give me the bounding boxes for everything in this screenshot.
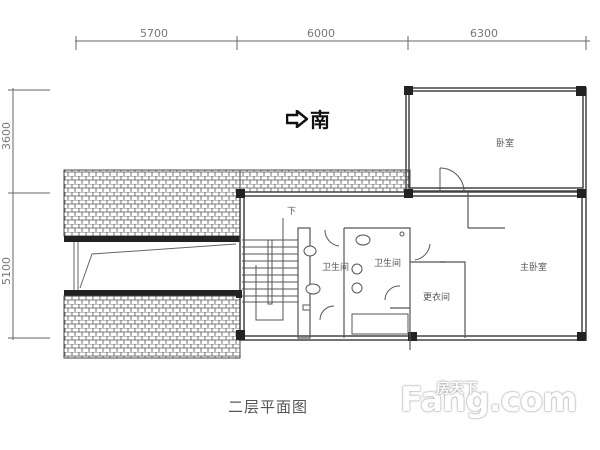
interior-walls xyxy=(297,192,505,350)
terrace-gap xyxy=(73,242,237,290)
room-label-dressing-room: 更衣间 xyxy=(423,291,450,303)
dim-5100: 5100 xyxy=(0,257,13,285)
horizontal-dimension xyxy=(75,36,590,50)
arrow-right-icon xyxy=(286,109,308,128)
stair-down-label: 下 xyxy=(287,207,296,217)
room-label-bedroom: 卧室 xyxy=(496,137,514,149)
bedroom-door xyxy=(439,167,465,193)
watermark-brand: Fang.com xyxy=(400,380,578,420)
room-label-bathroom-1: 卫生间 xyxy=(322,261,349,273)
dim-5700: 5700 xyxy=(140,27,168,40)
room-label-bathroom-2: 卫生间 xyxy=(374,257,401,269)
lower-terrace xyxy=(63,290,241,359)
staircase[interactable] xyxy=(242,218,298,321)
page-title: 二层平面图 xyxy=(228,398,309,416)
dim-6300: 6300 xyxy=(470,27,498,40)
dim-6000: 6000 xyxy=(307,27,335,40)
vertical-dimension xyxy=(8,88,50,340)
bathroom-fixtures xyxy=(302,231,409,335)
upper-terrace xyxy=(63,169,411,242)
watermark-brand-cn: 房天下 xyxy=(436,381,478,397)
bathroom-doors xyxy=(319,229,431,321)
dim-3600: 3600 xyxy=(0,122,13,150)
south-label: 南 xyxy=(310,108,330,132)
columns xyxy=(236,86,586,341)
room-label-master-bedroom: 主卧室 xyxy=(520,261,547,273)
south-orientation: 南 xyxy=(286,104,330,133)
watermark-logo: Fang.com 房天下 xyxy=(400,380,578,420)
